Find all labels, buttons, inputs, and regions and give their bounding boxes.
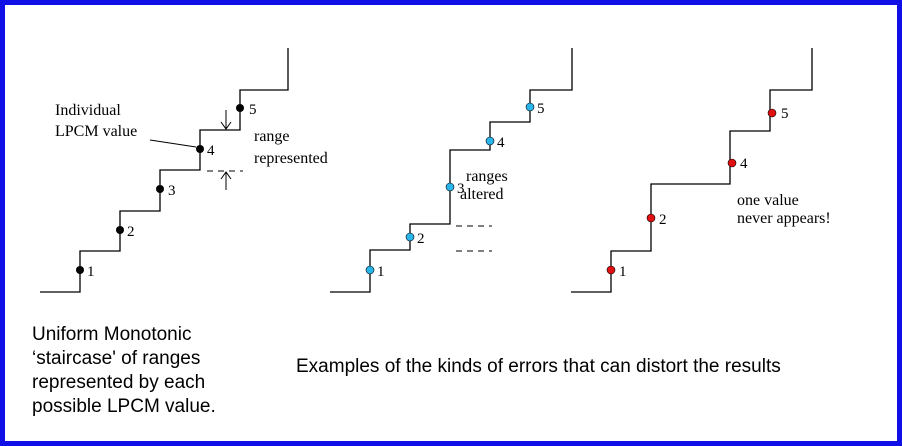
caption-left-line-3: represented by each [32,372,205,393]
point-label-1: 1 [619,264,627,280]
point-label-4: 4 [740,156,748,172]
point-1 [606,265,616,275]
annotation-line-1: Individual [55,102,121,119]
panel-uniform: 1 2 3 4 5 Individual LPCM value range re… [40,48,328,293]
point-3 [445,182,455,192]
point-3 [156,185,164,193]
note-line-1: one value [737,192,799,209]
point-2 [116,226,124,234]
caption-left: Uniform Monotonic ‘staircase' of ranges … [32,324,216,417]
uniform-staircase [40,48,289,293]
point-2 [405,232,415,242]
point-label-5: 5 [249,102,257,118]
point-5 [767,108,777,118]
point-4 [196,145,204,153]
range-arrow-top-head [220,121,232,130]
point-label-4: 4 [497,135,505,151]
point-5 [236,104,244,112]
missing-staircase [571,48,813,293]
altered-staircase [330,48,573,293]
panel-ranges-altered: 1 2 3 4 5 ranges altered [330,48,573,293]
point-4 [485,136,495,146]
point-label-1: 1 [87,264,95,280]
caption-right: Examples of the kinds of errors that can… [296,356,781,377]
point-label-4: 4 [207,143,215,159]
point-label-1: 1 [377,264,385,280]
caption-left-line-4: possible LPCM value. [32,396,216,417]
caption-left-line-2: ‘staircase' of ranges [32,348,200,369]
note-line-1: ranges [466,168,508,185]
point-label-2: 2 [127,224,135,240]
point-label-3: 3 [168,183,176,199]
annotation-leader-line [149,139,197,148]
point-5 [525,102,535,112]
range-arrow-bottom-head [220,171,232,180]
point-1 [365,265,375,275]
point-label-3: 3 [457,181,465,197]
annotation-line-2: LPCM value [55,123,137,140]
point-label-2: 2 [659,212,667,228]
caption-left-line-1: Uniform Monotonic [32,324,191,345]
range-label-line-2: represented [254,150,328,167]
panel-missing-value: 1 2 4 5 one value never appears! [571,48,831,293]
point-1 [76,266,84,274]
range-label-line-1: range [254,128,290,145]
point-label-2: 2 [417,231,425,247]
note-line-2: never appears! [737,210,831,227]
point-label-5: 5 [537,101,545,117]
point-4 [727,158,737,168]
point-2 [646,213,656,223]
point-label-5: 5 [781,106,789,122]
note-line-2: altered [460,186,504,203]
